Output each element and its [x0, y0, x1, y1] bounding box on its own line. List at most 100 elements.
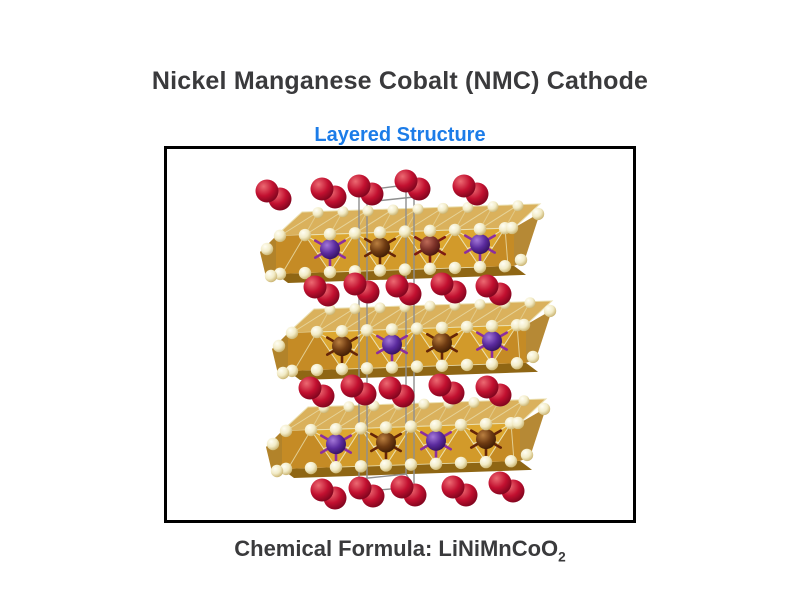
- top-facet-line: [410, 402, 450, 428]
- top-facet-line: [316, 307, 356, 333]
- vertex-atom: [418, 398, 430, 410]
- slab-right-cap: [520, 407, 546, 461]
- top-facet-line: [366, 305, 406, 331]
- top-facet-line: [441, 303, 481, 329]
- top-facet-line: [460, 400, 500, 426]
- vertex-atom: [360, 362, 374, 375]
- vertex-atom: [485, 319, 499, 333]
- crystal-structure-figure: [255, 169, 557, 510]
- vertex-atom: [260, 242, 274, 256]
- vertex-atom: [385, 361, 399, 374]
- vertex-atom: [374, 302, 386, 314]
- red-atom: [310, 478, 334, 502]
- vertex-atom: [520, 448, 534, 462]
- manganese-atom: [476, 429, 496, 450]
- top-facet-line: [341, 306, 381, 332]
- vertex-atom: [379, 459, 393, 472]
- vertex-atom: [412, 203, 424, 215]
- vertex-atom: [385, 323, 399, 336]
- red-atom: [475, 274, 499, 298]
- red-atom-pair: [428, 373, 465, 405]
- top-facet-line: [454, 205, 494, 231]
- red-atom-pair: [385, 274, 422, 306]
- vertex-atom: [329, 422, 343, 436]
- red-atom: [340, 374, 364, 398]
- vertex-atom: [387, 204, 399, 216]
- top-facet-line: [416, 304, 456, 330]
- vertex-atom: [335, 324, 349, 338]
- vertex-atom: [324, 304, 336, 316]
- vertex-atom: [360, 324, 374, 337]
- vertex-atom: [404, 458, 418, 471]
- vertex-atom: [462, 201, 474, 213]
- vertex-atom: [512, 200, 524, 212]
- vertex-atom: [343, 401, 355, 413]
- red-atom: [390, 475, 414, 499]
- chemical-formula: Chemical Formula: LiNiMnCoO2: [0, 536, 800, 564]
- chemical-formula-text: Chemical Formula: LiNiMnCoO: [234, 536, 559, 561]
- vertex-atom: [423, 262, 437, 275]
- vertex-atom: [379, 421, 393, 434]
- vertex-atom: [479, 417, 493, 431]
- vertex-atom: [437, 202, 449, 214]
- vertex-atom: [531, 207, 545, 221]
- vertex-atom: [304, 423, 318, 437]
- top-facet-line: [304, 210, 344, 236]
- vertex-atom: [487, 201, 499, 213]
- red-atom: [475, 375, 499, 399]
- vertex-atom: [373, 264, 387, 277]
- vertex-atom: [460, 320, 474, 334]
- vertex-atom: [354, 460, 368, 473]
- vertex-atom: [404, 420, 418, 433]
- top-facet-line: [466, 302, 506, 328]
- edge-facet-line: [516, 324, 521, 364]
- red-atom: [378, 376, 402, 400]
- vertex-atom: [435, 321, 449, 334]
- red-atom-pair: [378, 376, 415, 408]
- vertex-atom: [298, 228, 312, 242]
- top-facet-line: [429, 206, 469, 232]
- vertex-atom: [266, 437, 280, 451]
- manganese-atom: [376, 432, 396, 453]
- red-atom-pair: [390, 475, 427, 507]
- red-atom: [310, 177, 334, 201]
- vertex-atom: [543, 304, 557, 318]
- vertex-atom: [423, 224, 437, 237]
- structure-figure-box: [164, 146, 636, 523]
- red-atom-pair: [348, 476, 385, 508]
- vertex-atom: [524, 297, 536, 309]
- vertex-atom: [337, 206, 349, 218]
- red-atom-pair: [298, 376, 335, 408]
- vertex-atom: [479, 455, 493, 469]
- interlayer-atom-row: [298, 373, 512, 408]
- vertex-atom: [273, 229, 287, 243]
- red-atom: [347, 174, 371, 198]
- red-atom: [452, 174, 476, 198]
- vertex-atom: [349, 303, 361, 315]
- nickel-atom: [382, 334, 402, 355]
- red-atom-pair: [255, 179, 292, 211]
- vertex-atom: [310, 363, 324, 377]
- nickel-atom: [320, 239, 340, 260]
- vertex-atom: [424, 300, 436, 312]
- vertex-atom: [264, 269, 278, 283]
- vertex-atom: [518, 395, 530, 407]
- edge-facet-line: [510, 422, 515, 462]
- vertex-atom: [454, 418, 468, 432]
- top-facet-line: [379, 207, 419, 233]
- vertex-atom: [298, 266, 312, 280]
- vertex-atom: [448, 223, 462, 237]
- vertex-atom: [354, 422, 368, 435]
- nickel-atom: [426, 430, 446, 451]
- red-atom-pair: [475, 274, 512, 306]
- top-facet-line: [310, 405, 350, 431]
- top-facet-line: [491, 301, 531, 327]
- red-atom-pair: [310, 478, 347, 510]
- nickel-atom: [482, 331, 502, 352]
- nickel-atom: [326, 434, 346, 455]
- red-atom: [303, 275, 327, 299]
- edge-facet-line: [281, 234, 306, 275]
- vertex-atom: [329, 460, 343, 474]
- vertex-atom: [448, 261, 462, 275]
- cobalt-atom: [420, 235, 440, 256]
